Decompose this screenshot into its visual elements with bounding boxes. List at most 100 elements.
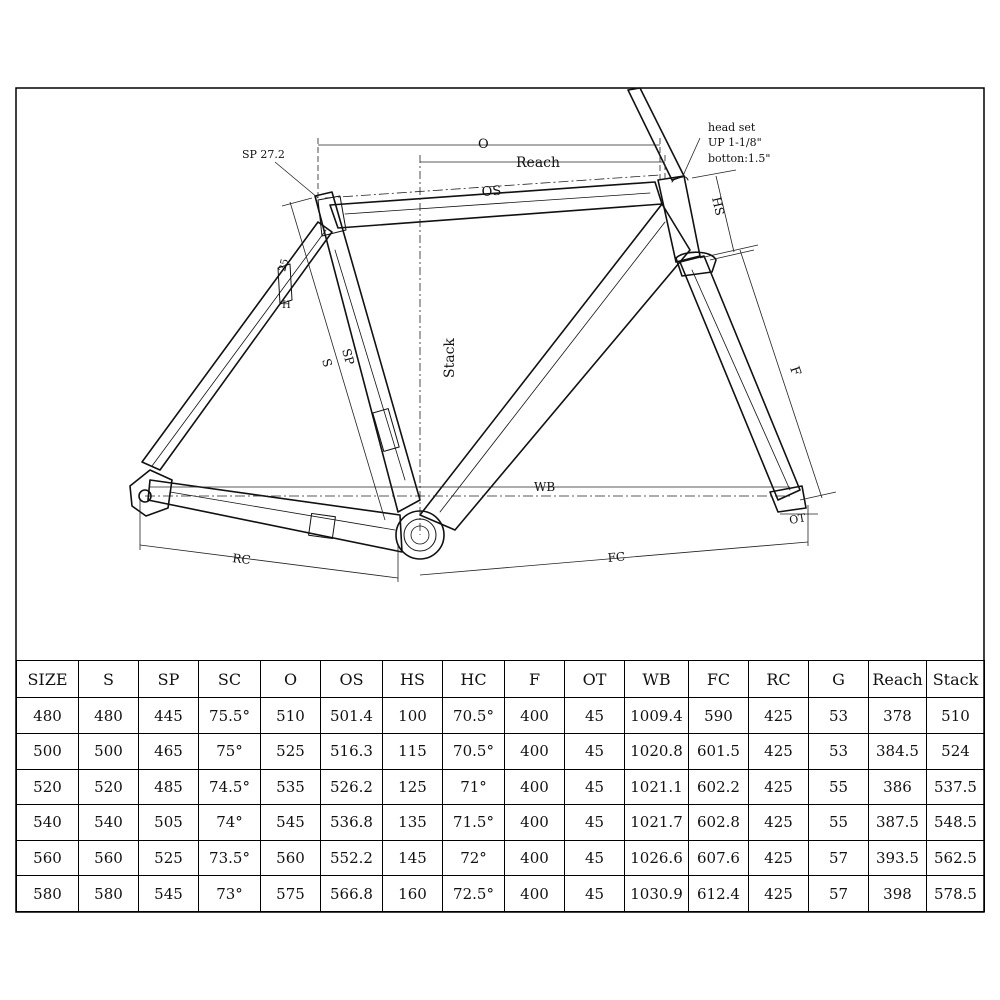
label-WB: WB — [534, 480, 555, 494]
table-cell: 510 — [260, 697, 321, 735]
table-cell: 400 — [504, 875, 565, 912]
table-cell: 602.8 — [688, 804, 749, 841]
bike-frame — [129, 87, 807, 560]
label-SP: SP — [339, 347, 357, 367]
table-header-cell: SP — [138, 659, 199, 699]
table-cell: 480 — [16, 697, 79, 735]
table-cell: 575 — [260, 875, 321, 912]
table-cell: 560 — [260, 839, 321, 877]
table-cell: 524 — [926, 733, 985, 770]
table-cell: 72° — [442, 839, 505, 877]
table-cell: 55 — [808, 768, 869, 806]
rear-dropout — [129, 469, 173, 517]
table-cell: 590 — [688, 697, 749, 735]
table-header-cell: HS — [382, 659, 443, 699]
table-cell: 73.5° — [198, 839, 261, 877]
fork-dropout — [769, 485, 807, 513]
label-RC: RC — [232, 551, 252, 567]
table-cell: 45 — [564, 875, 625, 912]
table-cell: 500 — [16, 733, 79, 770]
table-cell: 540 — [16, 804, 79, 841]
table-cell: 560 — [16, 839, 79, 877]
chain-stay — [147, 479, 403, 553]
down-tube-inner — [439, 221, 666, 513]
table-cell: 393.5 — [868, 839, 927, 877]
fork-crown — [675, 251, 717, 277]
table-header-cell: OT — [564, 659, 625, 699]
steerer — [627, 87, 685, 181]
table-header-cell: Stack — [926, 659, 985, 699]
table-cell: 1030.9 — [624, 875, 689, 912]
table-cell: 400 — [504, 768, 565, 806]
table-header-cell: SIZE — [16, 659, 79, 699]
table-cell: 1021.1 — [624, 768, 689, 806]
seat-stay-inner — [151, 229, 327, 467]
table-cell: 525 — [138, 839, 199, 877]
table-header-cell: HC — [442, 659, 505, 699]
table-header-cell: G — [808, 659, 869, 699]
brake-mount — [277, 263, 293, 305]
table-cell: 580 — [16, 875, 79, 912]
seat-clamp-angle: 25 — [277, 258, 291, 273]
label-O: O — [478, 137, 489, 152]
seat-collar — [317, 195, 347, 237]
table-cell: 612.4 — [688, 875, 749, 912]
table-cell: 71.5° — [442, 804, 505, 841]
table-cell: 425 — [748, 733, 809, 770]
table-cell: 400 — [504, 733, 565, 770]
table-cell: 45 — [564, 697, 625, 735]
table-cell: 45 — [564, 839, 625, 877]
headset-title: head set — [708, 121, 756, 134]
table-cell: 400 — [504, 839, 565, 877]
table-cell: 537.5 — [926, 768, 985, 806]
hanger-note: H — [282, 300, 291, 311]
seat-tube — [314, 191, 421, 513]
table-cell: 384.5 — [868, 733, 927, 770]
table-header-cell: RC — [748, 659, 809, 699]
table-cell: 115 — [382, 733, 443, 770]
table-cell: 135 — [382, 804, 443, 841]
table-cell: 552.2 — [320, 839, 383, 877]
head-tube — [657, 175, 701, 263]
table-cell: 145 — [382, 839, 443, 877]
table-cell: 465 — [138, 733, 199, 770]
chainstay-guard — [308, 512, 336, 540]
seat-stay — [141, 221, 333, 471]
top-tube-inner-line — [344, 192, 651, 215]
table-cell: 580 — [78, 875, 139, 912]
table-cell: 545 — [138, 875, 199, 912]
table-cell: 125 — [382, 768, 443, 806]
table-cell: 425 — [748, 839, 809, 877]
table-cell: 160 — [382, 875, 443, 912]
table-cell: 1020.8 — [624, 733, 689, 770]
label-OS: OS — [481, 184, 502, 200]
table-cell: 100 — [382, 697, 443, 735]
table-cell: 485 — [138, 768, 199, 806]
cable-port — [372, 408, 400, 452]
table-cell: 562.5 — [926, 839, 985, 877]
table-cell: 53 — [808, 733, 869, 770]
table-cell: 505 — [138, 804, 199, 841]
table-cell: 71° — [442, 768, 505, 806]
label-HS: HS — [709, 196, 727, 217]
table-cell: 45 — [564, 733, 625, 770]
table-cell: 74° — [198, 804, 261, 841]
table-cell: 1021.7 — [624, 804, 689, 841]
table-cell: 601.5 — [688, 733, 749, 770]
table-header-cell: S — [78, 659, 139, 699]
label-S: S — [319, 357, 335, 369]
table-cell: 387.5 — [868, 804, 927, 841]
table-cell: 607.6 — [688, 839, 749, 877]
headset-up: UP 1-1/8" — [708, 136, 762, 149]
table-header-cell: O — [260, 659, 321, 699]
table-cell: 378 — [868, 697, 927, 735]
table-cell: 70.5° — [442, 733, 505, 770]
fork-blade — [679, 255, 801, 501]
table-cell: 386 — [868, 768, 927, 806]
table-cell: 53 — [808, 697, 869, 735]
table-cell: 57 — [808, 839, 869, 877]
